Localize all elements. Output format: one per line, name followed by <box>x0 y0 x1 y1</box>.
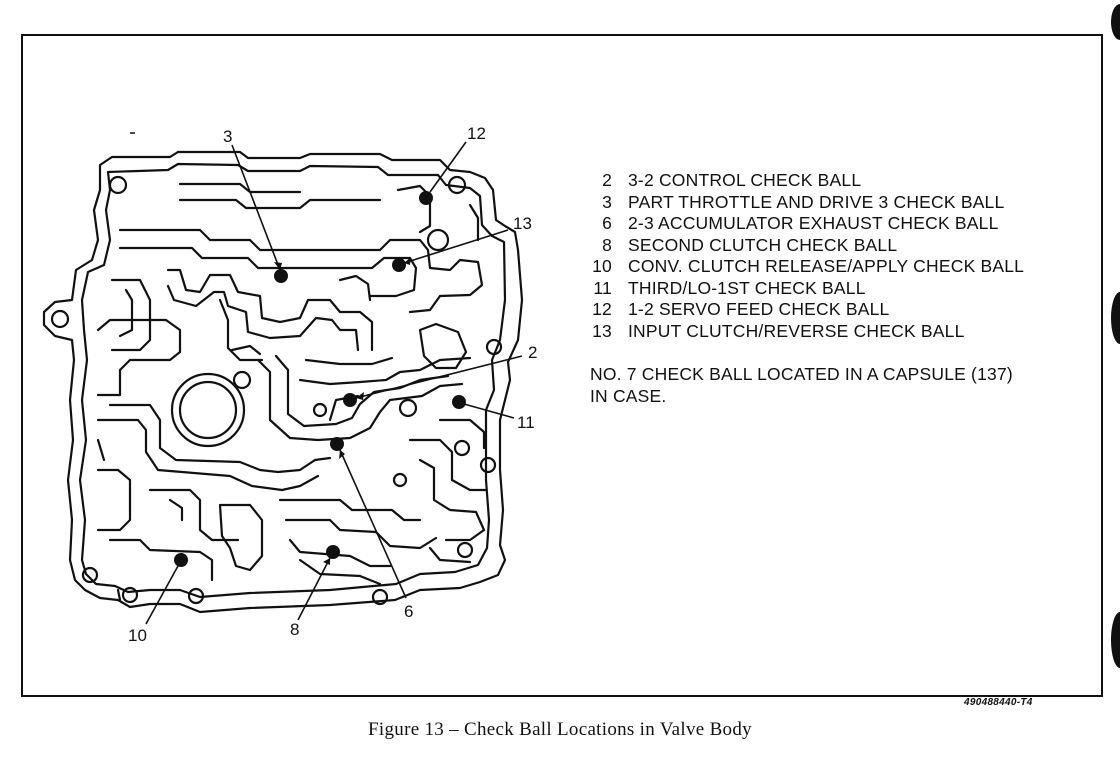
legend-number: 10 <box>592 256 612 276</box>
leader-line-13 <box>403 229 509 264</box>
callout-12: 12 <box>467 124 486 143</box>
callout-6: 6 <box>404 602 414 621</box>
legend-number: 2 <box>602 170 612 190</box>
valve-body-outline <box>42 150 524 614</box>
legend-text: THIRD/LO-1ST CHECK BALL <box>628 277 866 298</box>
callout-10: 10 <box>128 626 147 645</box>
legend-number: 12 <box>592 299 612 319</box>
legend-item: 11 THIRD/LO-1ST CHECK BALL <box>590 278 1024 300</box>
check-ball-2 <box>343 393 357 407</box>
note-line-1: NO. 7 CHECK BALL LOCATED IN A CAPSULE (1… <box>590 364 1013 384</box>
callout-11: 11 <box>517 413 535 432</box>
check-ball-3 <box>274 269 288 283</box>
leader-line-2 <box>355 355 523 399</box>
legend-number: 6 <box>602 213 612 233</box>
callout-2: 2 <box>528 343 538 362</box>
callout-13: 13 <box>513 214 532 233</box>
legend-item: 12 1-2 SERVO FEED CHECK BALL <box>590 299 1024 321</box>
capsule-note: NO. 7 CHECK BALL LOCATED IN A CAPSULE (1… <box>590 363 1070 407</box>
check-ball-6 <box>330 437 344 451</box>
legend-text: INPUT CLUTCH/REVERSE CHECK BALL <box>628 320 965 341</box>
legend-text: SECOND CLUTCH CHECK BALL <box>628 234 898 255</box>
callout-3: 3 <box>223 127 233 146</box>
check-ball-13 <box>392 258 406 272</box>
legend-text: 3-2 CONTROL CHECK BALL <box>628 170 862 190</box>
legend-text: PART THROTTLE AND DRIVE 3 CHECK BALL <box>628 191 1005 212</box>
leader-line-11 <box>463 403 515 419</box>
figure-caption: Figure 13 – Check Ball Locations in Valv… <box>368 719 752 740</box>
check-ball-11 <box>452 395 466 409</box>
leader-line-12 <box>429 141 467 193</box>
legend-item: 8 SECOND CLUTCH CHECK BALL <box>590 235 1024 257</box>
legend-number: 13 <box>592 320 612 341</box>
legend-item: 6 2-3 ACCUMULATOR EXHAUST CHECK BALL <box>590 213 1024 235</box>
legend-text: 1-2 SERVO FEED CHECK BALL <box>628 299 890 319</box>
check-ball-10 <box>174 553 188 567</box>
legend-item: 10 CONV. CLUTCH RELEASE/APPLY CHECK BALL <box>590 256 1024 278</box>
figure-frame <box>21 34 1103 697</box>
legend-text: 2-3 ACCUMULATOR EXHAUST CHECK BALL <box>628 213 999 233</box>
check-ball-8 <box>326 545 340 559</box>
legend-text: CONV. CLUTCH RELEASE/APPLY CHECK BALL <box>628 256 1025 276</box>
binding-mark <box>1111 4 1120 40</box>
binding-mark <box>1111 292 1120 344</box>
legend-number: 3 <box>602 191 612 212</box>
binding-marks <box>1111 4 1120 668</box>
leader-line-3 <box>231 144 281 271</box>
legend-item: 2 3-2 CONTROL CHECK BALL <box>590 170 1024 192</box>
check-ball-legend: 2 3-2 CONTROL CHECK BALL 3 PART THROTTLE A… <box>590 170 1024 342</box>
callout-8: 8 <box>290 620 300 639</box>
legend-number: 8 <box>602 234 612 255</box>
note-line-2: IN CASE. <box>590 386 667 406</box>
leader-line-6 <box>339 449 407 599</box>
leader-line-10 <box>145 565 179 625</box>
binding-mark <box>1111 612 1120 668</box>
part-code: 490488440-T4 <box>964 697 1033 708</box>
check-ball-12 <box>419 191 433 205</box>
legend-item: 13 INPUT CLUTCH/REVERSE CHECK BALL <box>590 321 1024 343</box>
legend-item: 3 PART THROTTLE AND DRIVE 3 CHECK BALL <box>590 192 1024 214</box>
legend-number: 11 <box>593 277 612 298</box>
leader-line-8 <box>297 557 331 621</box>
